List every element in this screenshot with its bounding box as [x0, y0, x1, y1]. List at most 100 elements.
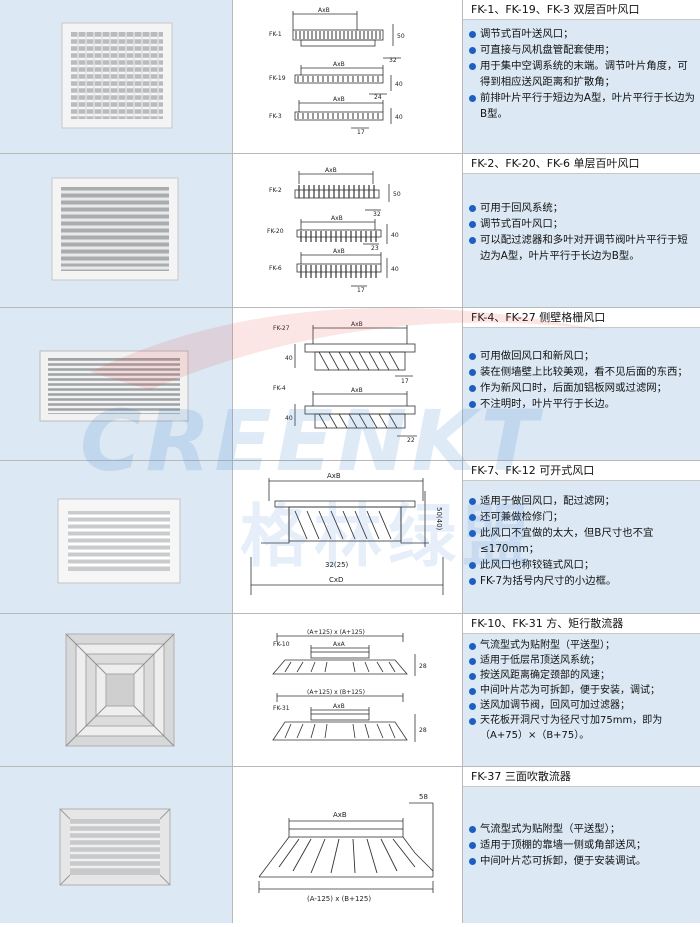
drawing-cell: FK-2 FK-20 FK-6 AxB AxB AxB 32 23 17 50 …	[233, 154, 463, 307]
dimension-label: AxB	[333, 96, 345, 103]
feature-item: 按送风距离确定颈部的风速；	[469, 668, 698, 683]
dimension-label: 32(25)	[325, 561, 349, 569]
dimension-label: 40	[391, 266, 399, 273]
photo-cell	[0, 614, 233, 766]
drawing-label: FK-31	[273, 705, 290, 712]
feature-item: 此风口不宜做的太大，但B尺寸也不宜≤170mm；	[469, 525, 698, 557]
fk7-technical-drawing: AxB 32(25) 50(40) CxD	[250, 472, 444, 595]
feature-item: 气流型式为贴附型（平送型）；	[469, 821, 698, 837]
feature-item: 适用于做回风口，配过滤网；	[469, 493, 698, 509]
photo-cell	[0, 308, 233, 460]
fk37-technical-drawing: AxB 58 (A-125) x (B+125)	[258, 793, 434, 903]
fk10-technical-drawing: FK-10 FK-31 (A+125) x (A+125) AxA (A+125…	[272, 629, 427, 742]
hinged-grille-photo	[57, 498, 181, 584]
dimension-label: 58	[419, 793, 428, 801]
description-cell: FK-4、FK-27 侧壁格栅风口 可用做回风口和新风口； 装在侧墙壁上比较美观…	[463, 308, 700, 460]
dimension-label: (A+125) x (A+125)	[307, 629, 365, 636]
dimension-label: 40	[391, 232, 399, 239]
dimension-label: 28	[419, 663, 427, 670]
dimension-label: AxB	[333, 703, 345, 710]
description-cell: FK-2、FK-20、FK-6 单层百叶风口 可用于回风系统； 调节式百叶风口；…	[463, 154, 700, 307]
fk4-technical-drawing: FK-27 FK-4 AxB AxB 17 22 40 40	[273, 321, 417, 444]
dimension-label: 50(40)	[435, 507, 443, 531]
drawing-cell: AxB 32(25) 50(40) CxD	[233, 461, 463, 613]
drawing-cell: FK-10 FK-31 (A+125) x (A+125) AxA (A+125…	[233, 614, 463, 766]
dimension-label: 17	[401, 378, 409, 385]
product-row-fk37: AxB 58 (A-125) x (B+125) FK-37 三面吹散流器 气流…	[0, 767, 700, 923]
product-row-fk10: FK-10 FK-31 (A+125) x (A+125) AxA (A+125…	[0, 614, 700, 767]
feature-item: 适用于低层吊顶送风系统；	[469, 653, 698, 668]
dimension-label: 28	[419, 727, 427, 734]
side-wall-grille-photo	[39, 350, 189, 422]
feature-list: 可用于回风系统； 调节式百叶风口； 可以配过滤器和多叶对开调节阀叶片平行于短边为…	[463, 174, 700, 264]
feature-item: 调节式百叶风口；	[469, 216, 698, 232]
dimension-label: (A+125) x (B+125)	[307, 689, 365, 696]
dimension-label: 40	[285, 415, 293, 422]
photo-cell	[0, 461, 233, 613]
product-title: FK-7、FK-12 可开式风口	[463, 461, 700, 481]
product-row-fk2: FK-2 FK-20 FK-6 AxB AxB AxB 32 23 17 50 …	[0, 154, 700, 308]
feature-item: 此风口也称铰链式风口；	[469, 557, 698, 573]
dimension-label: AxB	[318, 7, 330, 14]
drawing-label: FK-2	[269, 187, 282, 194]
dimension-label: 32	[389, 57, 397, 64]
drawing-label: FK-19	[269, 75, 286, 82]
dimension-label: 50	[393, 191, 401, 198]
dimension-label: AxB	[351, 321, 363, 328]
description-cell: FK-37 三面吹散流器 气流型式为贴附型（平送型）； 适用于顶棚的靠墙一侧或角…	[463, 767, 700, 923]
feature-item: 装在侧墙壁上比较美观，看不见后面的东西；	[469, 364, 698, 380]
drawing-cell: FK-27 FK-4 AxB AxB 17 22 40 40	[233, 308, 463, 460]
feature-item: 不注明时，叶片平行于长边。	[469, 396, 698, 412]
dimension-label: 40	[395, 114, 403, 121]
single-louver-grille-photo	[51, 177, 179, 281]
dimension-label: AxB	[333, 811, 347, 819]
feature-list: 气流型式为贴附型（平送型）； 适用于顶棚的靠墙一侧或角部送风； 中间叶片芯可拆卸…	[463, 787, 700, 869]
drawing-label: FK-1	[269, 31, 282, 38]
drawing-label: FK-3	[269, 113, 282, 120]
fk2-technical-drawing: FK-2 FK-20 FK-6 AxB AxB AxB 32 23 17 50 …	[267, 167, 401, 294]
description-cell: FK-7、FK-12 可开式风口 适用于做回风口，配过滤网； 还可兼做检修门； …	[463, 461, 700, 613]
product-row-fk1: FK-1 FK-19 FK-3 AxB AxB AxB 32 24 17 50 …	[0, 0, 700, 154]
drawing-label: FK-10	[273, 641, 290, 648]
dimension-label: AxB	[333, 248, 345, 255]
feature-item: 可用做回风口和新风口；	[469, 348, 698, 364]
photo-cell	[0, 154, 233, 307]
product-row-fk4: FK-27 FK-4 AxB AxB 17 22 40 40 FK-4、FK-2…	[0, 308, 700, 461]
photo-cell	[0, 0, 233, 153]
dimension-label: 17	[357, 129, 365, 136]
dimension-label: 24	[374, 94, 382, 101]
dimension-label: AxB	[325, 167, 337, 174]
photo-cell	[0, 767, 233, 923]
square-diffuser-photo	[65, 633, 175, 747]
feature-item: 用于集中空调系统的末端。调节叶片角度，可得到相应送风距离和扩散角；	[469, 58, 698, 90]
product-title: FK-4、FK-27 侧壁格栅风口	[463, 308, 700, 328]
feature-item: 中间叶片芯为可拆卸，便于安装，调试；	[469, 683, 698, 698]
feature-item: 适用于顶棚的靠墙一侧或角部送风；	[469, 837, 698, 853]
drawing-label: FK-20	[267, 228, 284, 235]
feature-item: 气流型式为贴附型（平送型）；	[469, 638, 698, 653]
dimension-label: AxA	[333, 641, 346, 648]
product-row-fk7: AxB 32(25) 50(40) CxD FK-7、FK-12 可开式风口 适…	[0, 461, 700, 614]
feature-list: 适用于做回风口，配过滤网； 还可兼做检修门； 此风口不宜做的太大，但B尺寸也不宜…	[463, 481, 700, 589]
description-cell: FK-1、FK-19、FK-3 双层百叶风口 调节式百叶送风口； 可直接与风机盘…	[463, 0, 700, 153]
feature-item: 中间叶片芯可拆卸，便于安装调试。	[469, 853, 698, 869]
dimension-label: 23	[371, 245, 379, 252]
feature-item: 可以配过滤器和多叶对开调节阀叶片平行于短边为A型，叶片平行于长边为B型。	[469, 232, 698, 264]
drawing-label: FK-27	[273, 325, 290, 332]
dimension-label: (A-125) x (B+125)	[307, 895, 371, 903]
dimension-label: CxD	[329, 576, 343, 584]
dimension-label: AxB	[333, 61, 345, 68]
feature-list: 气流型式为贴附型（平送型）； 适用于低层吊顶送风系统； 按送风距离确定颈部的风速…	[463, 634, 700, 743]
feature-list: 可用做回风口和新风口； 装在侧墙壁上比较美观，看不见后面的东西； 作为新风口时，…	[463, 328, 700, 412]
dimension-label: 17	[357, 287, 365, 294]
dimension-label: 40	[395, 81, 403, 88]
dimension-label: 22	[407, 437, 415, 444]
feature-item: 可直接与风机盘管配套使用；	[469, 42, 698, 58]
feature-item: 天花板开洞尺寸为径尺寸加75mm，即为（A+75）×（B+75）。	[469, 713, 698, 743]
dimension-label: AxB	[331, 215, 343, 222]
product-title: FK-2、FK-20、FK-6 单层百叶风口	[463, 154, 700, 174]
product-title: FK-10、FK-31 方、矩行散流器	[463, 614, 700, 634]
product-title: FK-37 三面吹散流器	[463, 767, 700, 787]
dimension-label: 32	[373, 211, 381, 218]
